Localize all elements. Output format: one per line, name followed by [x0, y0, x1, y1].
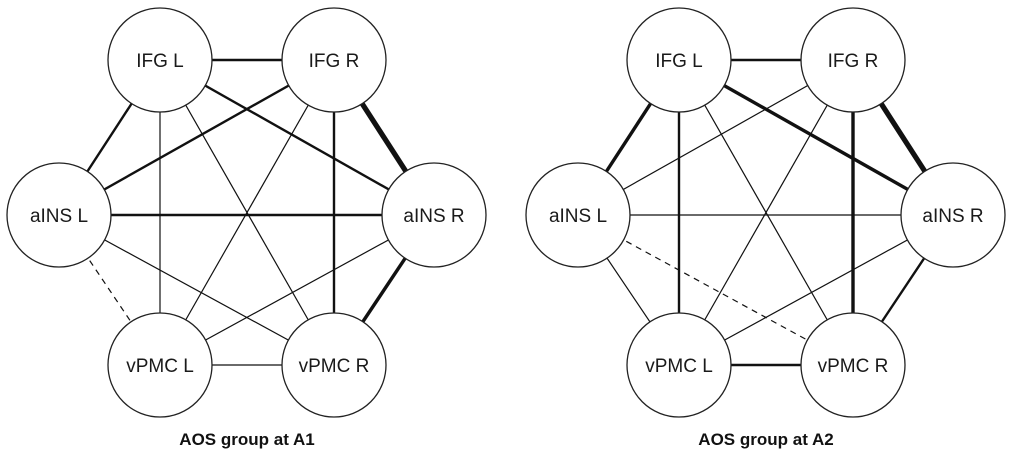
node-label: IFG L: [655, 51, 703, 72]
diagram-caption: AOS group at A2: [698, 430, 833, 449]
node-label: aINS R: [922, 206, 983, 227]
edge-layer: [576, 58, 956, 367]
node-aINSR: aINS R: [900, 162, 1006, 268]
node-label: vPMC R: [299, 356, 370, 377]
node-label: aINS L: [549, 206, 607, 227]
edge-IFGR-vPMCL: [678, 59, 854, 366]
node-layer: IFG L IFG R aINS L aINS R vPMC L vPMC R: [525, 7, 1006, 418]
node-label: aINS L: [30, 206, 88, 227]
node-label: IFG L: [136, 51, 184, 72]
edge-IFGR-vPMCL: [159, 59, 335, 366]
node-label: IFG R: [828, 51, 879, 72]
node-circle: [281, 7, 387, 113]
diagram-caption: AOS group at A1: [179, 430, 314, 449]
node-circle: [281, 312, 387, 418]
node-IFGR: IFG R: [281, 7, 387, 113]
node-IFGL: IFG L: [107, 7, 213, 113]
node-vPMCL: vPMC L: [626, 312, 732, 418]
node-circle: [107, 312, 213, 418]
node-aINSL: aINS L: [6, 162, 112, 268]
network-panel-a1: IFG L IFG R aINS L aINS R vPMC L vPMC R AOS g…: [6, 7, 487, 449]
edge-aINSL-vPMCL: [58, 214, 161, 366]
node-circle: [381, 162, 487, 268]
node-circle: [900, 162, 1006, 268]
node-circle: [6, 162, 112, 268]
node-vPMCR: vPMC R: [800, 312, 906, 418]
node-circle: [525, 162, 631, 268]
node-circle: [800, 312, 906, 418]
network-panel-a2: IFG L IFG R aINS L aINS R vPMC L vPMC R AOS g…: [525, 7, 1006, 449]
node-vPMCR: vPMC R: [281, 312, 387, 418]
node-circle: [626, 312, 732, 418]
node-IFGR: IFG R: [800, 7, 906, 113]
node-label: vPMC L: [126, 356, 194, 377]
node-circle: [626, 7, 732, 113]
node-label: vPMC R: [818, 356, 889, 377]
node-aINSR: aINS R: [381, 162, 487, 268]
node-label: IFG R: [309, 51, 360, 72]
edge-layer: [57, 58, 437, 366]
node-vPMCL: vPMC L: [107, 312, 213, 418]
node-label: vPMC L: [645, 356, 713, 377]
node-IFGL: IFG L: [626, 7, 732, 113]
edge-aINSL-vPMCR: [577, 214, 854, 366]
node-label: aINS R: [403, 206, 464, 227]
node-circle: [107, 7, 213, 113]
node-layer: IFG L IFG R aINS L aINS R vPMC L vPMC R: [6, 7, 487, 418]
node-circle: [800, 7, 906, 113]
node-aINSL: aINS L: [525, 162, 631, 268]
